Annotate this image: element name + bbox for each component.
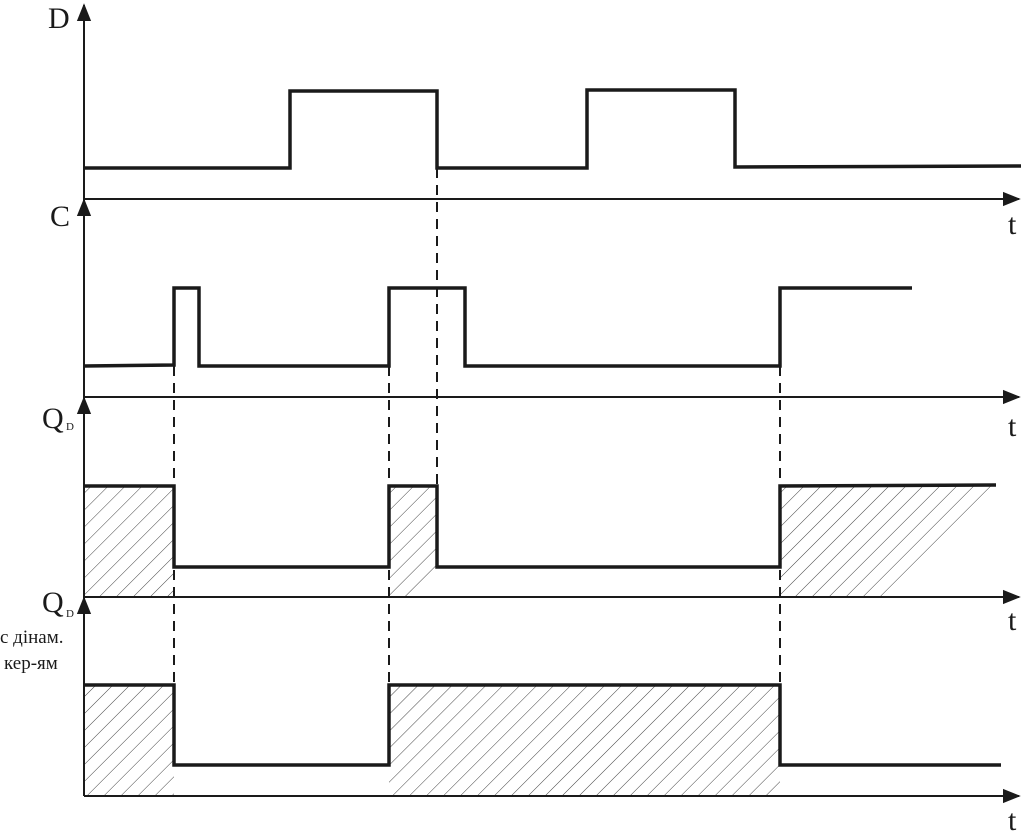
c-time-label: t — [1008, 410, 1017, 443]
d-axis-label: D — [48, 2, 70, 35]
hatch-qd-second-clock — [389, 486, 437, 597]
c-axis-label: C — [50, 200, 70, 233]
c-signal — [83, 286, 912, 368]
qdyn-note-line1: с дінам. — [0, 627, 64, 648]
d-time-label: t — [1008, 208, 1017, 241]
qdyn-signal — [84, 683, 1001, 767]
qd-axis-label: Q — [42, 402, 64, 435]
qd-axis-subscript: D — [66, 421, 74, 433]
waveforms — [83, 88, 1022, 767]
qd-signal — [84, 483, 997, 569]
dashed-guides — [173, 168, 781, 685]
hatched-regions — [84, 486, 996, 795]
hatch-qdyn-before-first-clock — [84, 685, 174, 795]
d-signal — [84, 88, 1022, 170]
hatch-qd-end — [780, 486, 996, 597]
qdyn-axis-label: Q — [42, 586, 64, 619]
axes — [76, 3, 1021, 804]
qdyn-axis-subscript: D — [66, 608, 74, 620]
hatch-qdyn-middle — [389, 685, 780, 795]
hatch-qd-before-first-clock — [84, 486, 174, 597]
qdyn-note-line2: кер-ям — [4, 653, 58, 674]
qd-time-label: t — [1008, 604, 1017, 637]
qdyn-time-label: t — [1008, 804, 1017, 835]
